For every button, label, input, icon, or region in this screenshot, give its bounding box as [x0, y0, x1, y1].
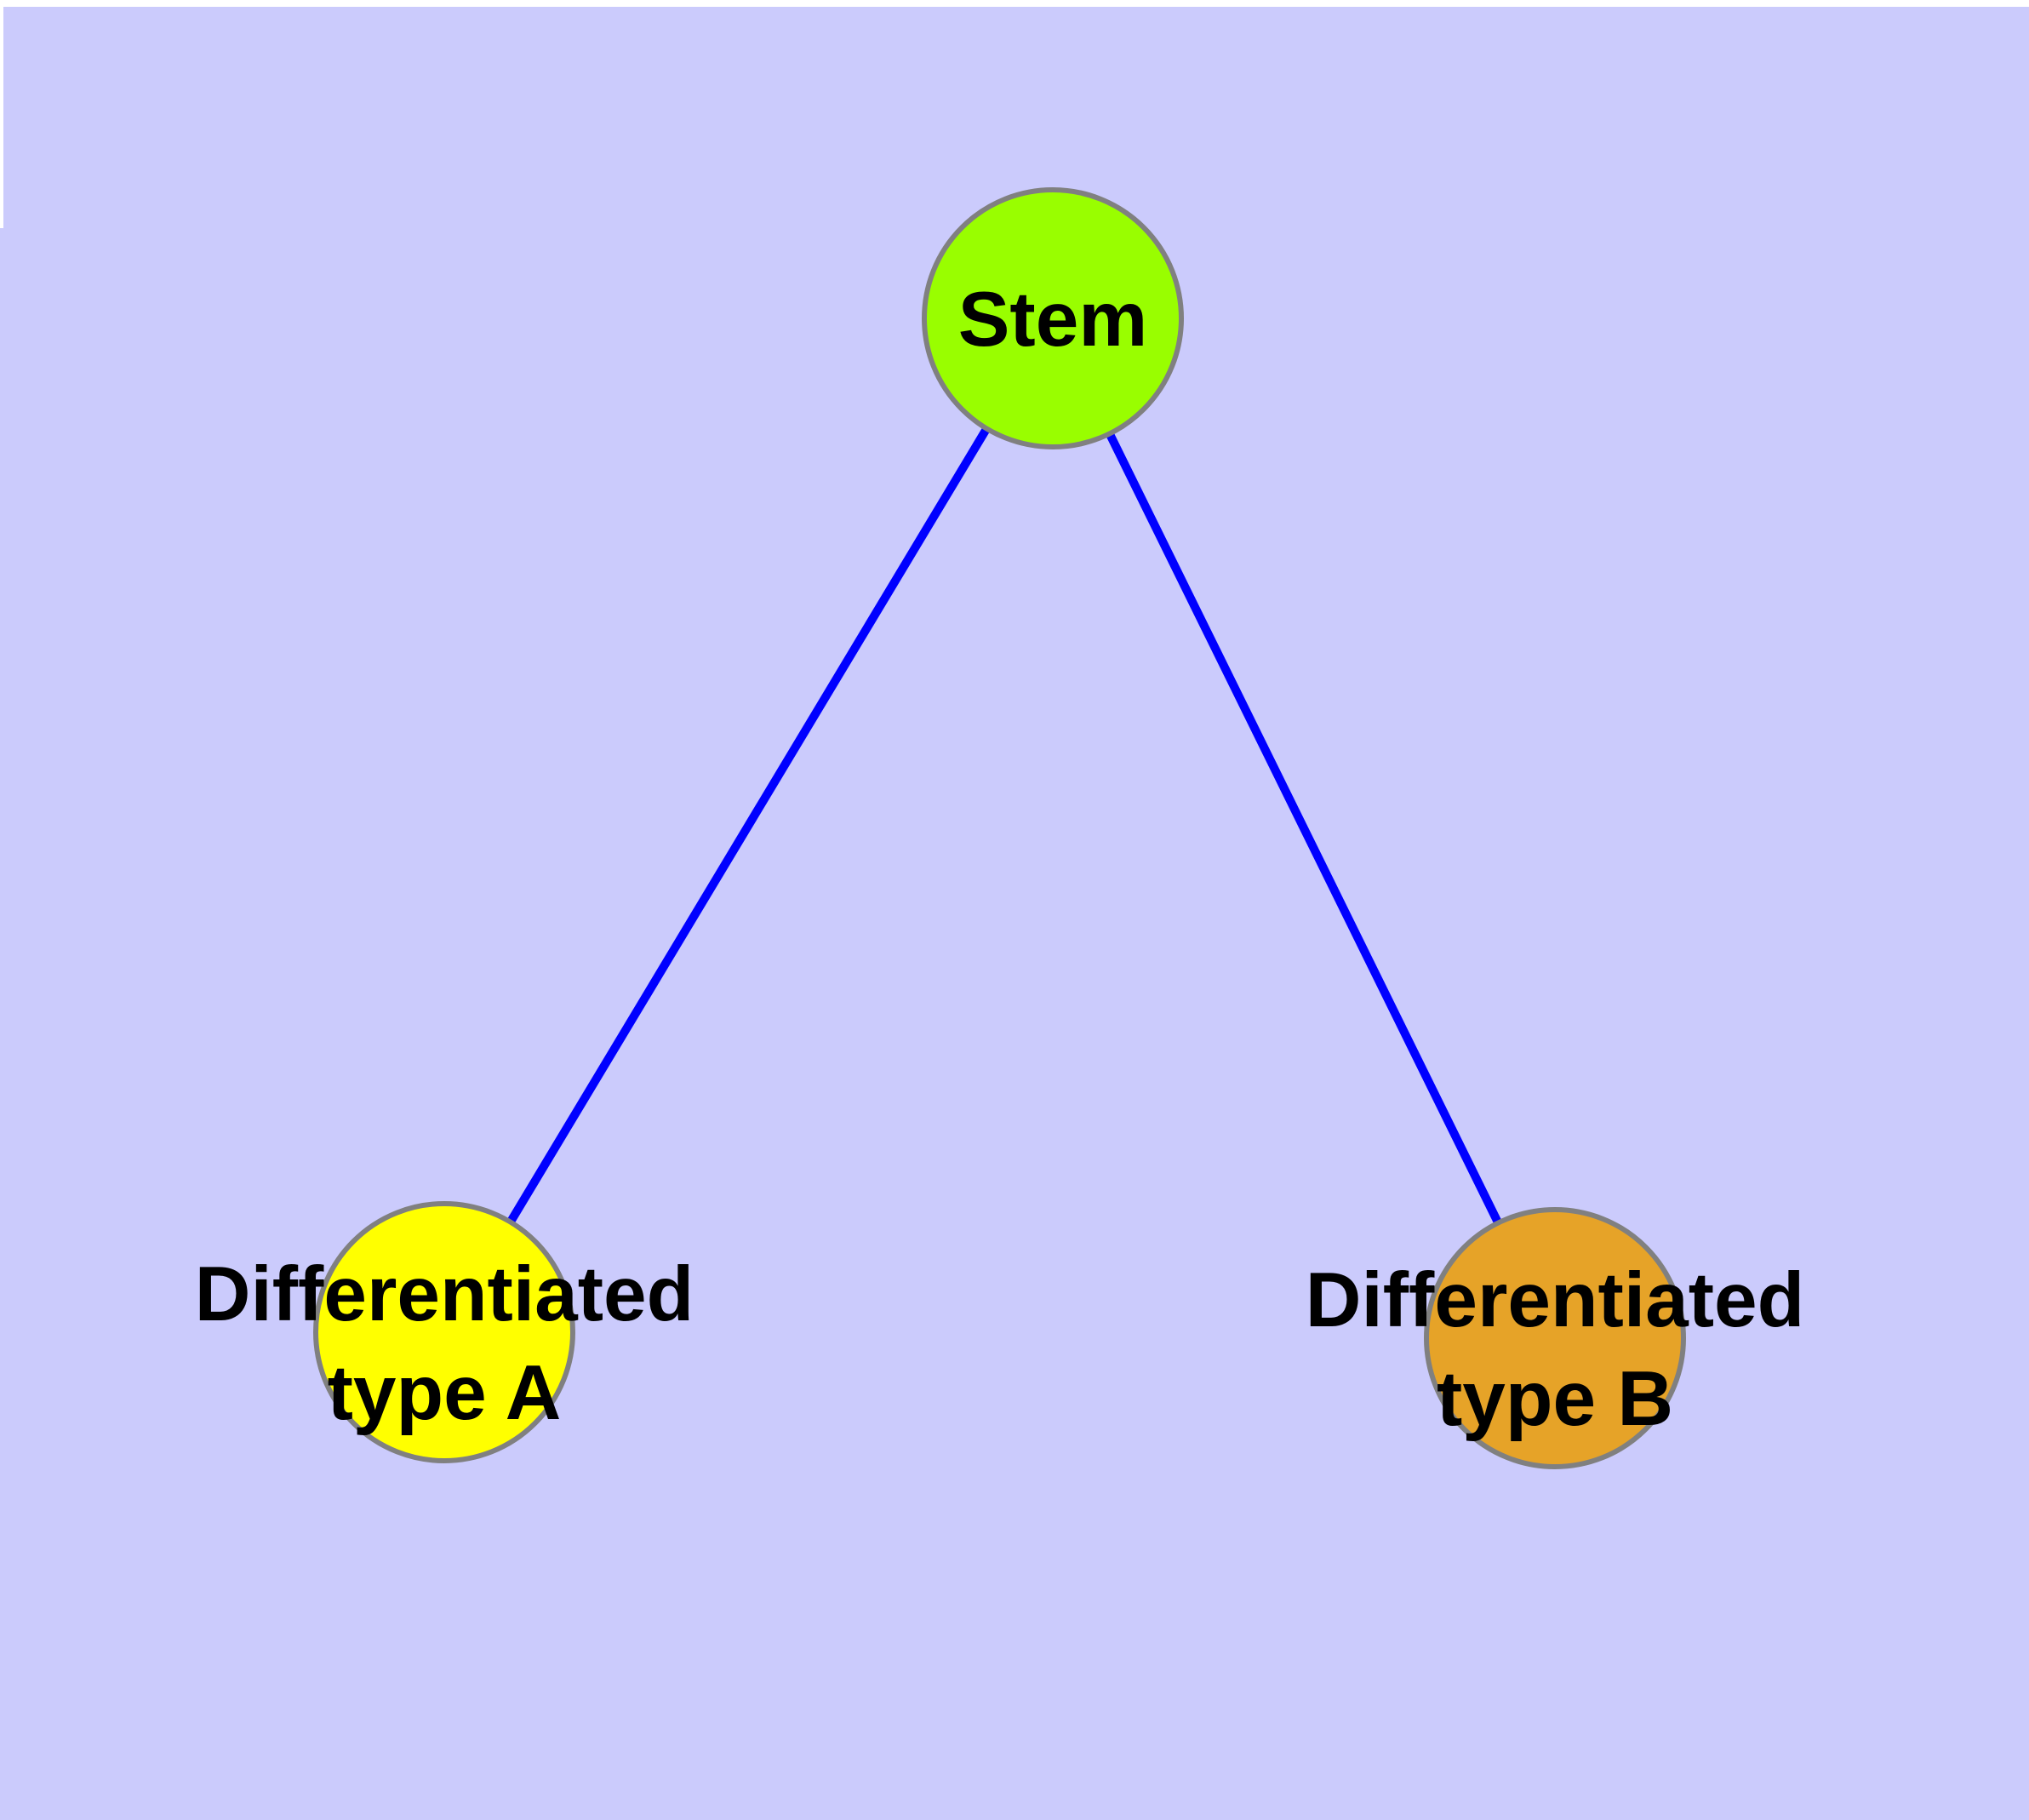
- node-differentiated-type-b-label: Differentiated type B: [1306, 1257, 1805, 1442]
- node-differentiated-type-a-label-line-1: Differentiated: [195, 1251, 694, 1337]
- node-differentiated-type-a-label-line-2: type A: [328, 1350, 562, 1436]
- node-stem: [922, 187, 1184, 449]
- node-differentiated-type-a-label: Differentiated type A: [195, 1251, 694, 1436]
- frame-left-edge: [0, 7, 3, 228]
- node-differentiated-type-b-label-line-2: type B: [1437, 1356, 1673, 1442]
- node-differentiated-type-b-label-line-1: Differentiated: [1306, 1257, 1805, 1343]
- node-differentiated-type-a: [313, 1201, 575, 1463]
- node-stem-label-line-1: Stem: [958, 277, 1148, 363]
- node-stem-label: Stem: [958, 277, 1148, 363]
- node-differentiated-type-b: [1424, 1207, 1686, 1469]
- edge-stem-to-differentiated-type-a: [440, 316, 1057, 1335]
- edge-stem-to-differentiated-type-b: [1049, 316, 1559, 1341]
